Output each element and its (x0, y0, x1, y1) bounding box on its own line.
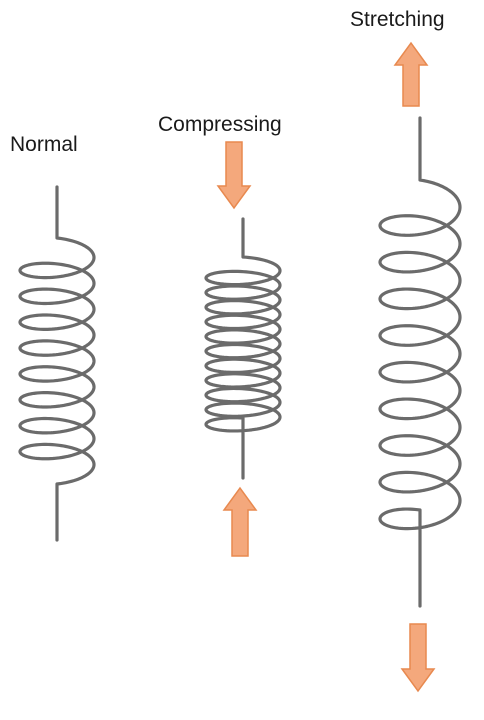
stretching-label: Stretching (350, 8, 445, 31)
compress-arrow-up (222, 486, 258, 557)
normal-spring (18, 185, 96, 542)
normal-label: Normal (10, 133, 78, 156)
compress-arrow-down (216, 141, 252, 210)
arrows-group (216, 41, 436, 693)
compressed-spring (204, 217, 282, 480)
stretched-spring (378, 116, 462, 608)
springs-group (18, 116, 462, 608)
stretch-arrow-down (400, 623, 436, 693)
stretch-arrow-up (393, 41, 429, 107)
compressing-label: Compressing (158, 113, 282, 136)
